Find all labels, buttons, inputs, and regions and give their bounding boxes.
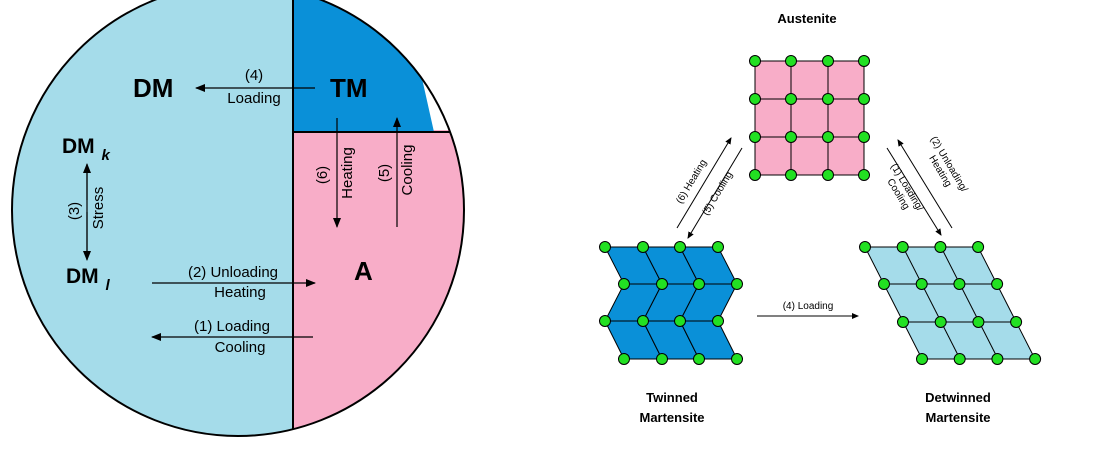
state-dmk: DM k [62,135,111,164]
lattice-node [878,278,890,290]
lattice-node [991,353,1004,365]
state-dml-subscript: l [106,277,111,294]
lattice-node [785,93,797,105]
arrow-loading-cooling-line1: (1) Loading [194,318,270,335]
lattice-node [749,131,761,143]
arrow-loading-number: (4) [245,67,263,84]
lattice-node [785,55,797,67]
arrow-unloading-line1: (2) Unloading [188,264,278,281]
arrow-stress-text: Stress [90,187,107,230]
state-dm: DM [133,73,173,103]
lattice-node [953,278,966,290]
arrow-heating-text: Heating [339,147,356,199]
austenite-nodes [749,55,870,181]
circle-outline [11,0,465,437]
lattice-node [972,316,985,328]
lattice-node [637,241,649,253]
austenite-lattice-fill [754,60,865,176]
lattice-node [674,241,686,253]
lattice-node [858,55,870,67]
lattice-node [749,55,761,67]
lattice-node [618,278,630,290]
lattice-node [972,241,985,253]
state-tm: TM [330,73,368,103]
lattice-node [934,316,947,328]
lattice-node [712,241,724,253]
lattice-node [637,315,649,327]
twinned-nodes [599,241,743,365]
lattice-node [822,93,834,105]
arrow-unloading-line2: Heating [214,284,266,301]
lattice-node [897,316,909,328]
label-unloading-2: (2) Unloading/ Heating [918,135,971,203]
detwinned-caption-line2: Martensite [925,410,990,425]
lattice-node [599,315,611,327]
twinned-caption-line2: Martensite [639,410,704,425]
arrow-heating-twinned-to-austenite [676,137,732,229]
arrow-cooling-text: Cooling [399,145,416,196]
state-dml: DM l [66,265,111,294]
lattice-node [915,278,928,290]
lattice-node [656,353,668,365]
lattice-node [712,315,724,327]
detwinned-grid-lines [884,246,1016,360]
lattice-node [916,353,928,365]
lattice-node [822,55,834,67]
state-dml-main: DM [66,265,99,288]
state-a: A [354,256,373,286]
lattice-node [953,353,966,365]
state-dmk-subscript: k [102,147,111,164]
arrow-unloading-detwinned-to-austenite [897,139,953,229]
arrow-cooling-number: (5) [376,164,393,182]
lattice-node [731,353,743,365]
label-heating-6: (6) Heating [674,158,709,206]
lattice-node [896,241,909,253]
lattice-node [934,241,947,253]
arrow-heating-number: (6) [314,166,331,184]
lattice-node [656,278,668,290]
lattice-node [674,315,686,327]
label-loading-4: (4) Loading [783,301,834,312]
lattice-node [785,131,797,143]
austenite-grid-lines [755,61,864,175]
arrow-loading-austenite-to-detwinned [886,147,942,236]
lattice-node [731,278,743,290]
label-loading-1: (1) Loading/ Cooling [879,162,927,221]
lattice-node [858,131,870,143]
lattice-node [822,131,834,143]
arrow-loading-cooling-line2: Cooling [215,339,266,356]
lattice-node [693,278,705,290]
austenite-lattice [749,55,870,181]
arrow-cooling-austenite-to-twinned [687,147,743,239]
lattice-node [599,241,611,253]
lattice-node [749,93,761,105]
detwinned-nodes [859,241,1042,365]
twinned-shapes [604,246,738,360]
label-cooling-5: (5) Cooling [701,170,736,218]
lattice-node [859,241,871,253]
lattice-node [991,278,1004,290]
twinned-lattice [599,241,743,365]
detwinned-lattice [859,241,1042,365]
lattice-node [822,169,834,181]
lattice-node [693,353,705,365]
lattice-node [1029,353,1042,365]
lattice-node [618,353,630,365]
lattice-node [858,169,870,181]
lattice-node [1010,316,1023,328]
lattice-node [785,169,797,181]
arrow-stress-number: (3) [66,202,83,220]
lattice-node [858,93,870,105]
detwinned-caption-line1: Detwinned [925,390,991,405]
arrow-loading-text: Loading [227,90,280,107]
state-dmk-main: DM [62,135,95,158]
twinned-caption-line1: Twinned [646,390,698,405]
austenite-label: Austenite [777,11,836,26]
lattice-node [749,169,761,181]
